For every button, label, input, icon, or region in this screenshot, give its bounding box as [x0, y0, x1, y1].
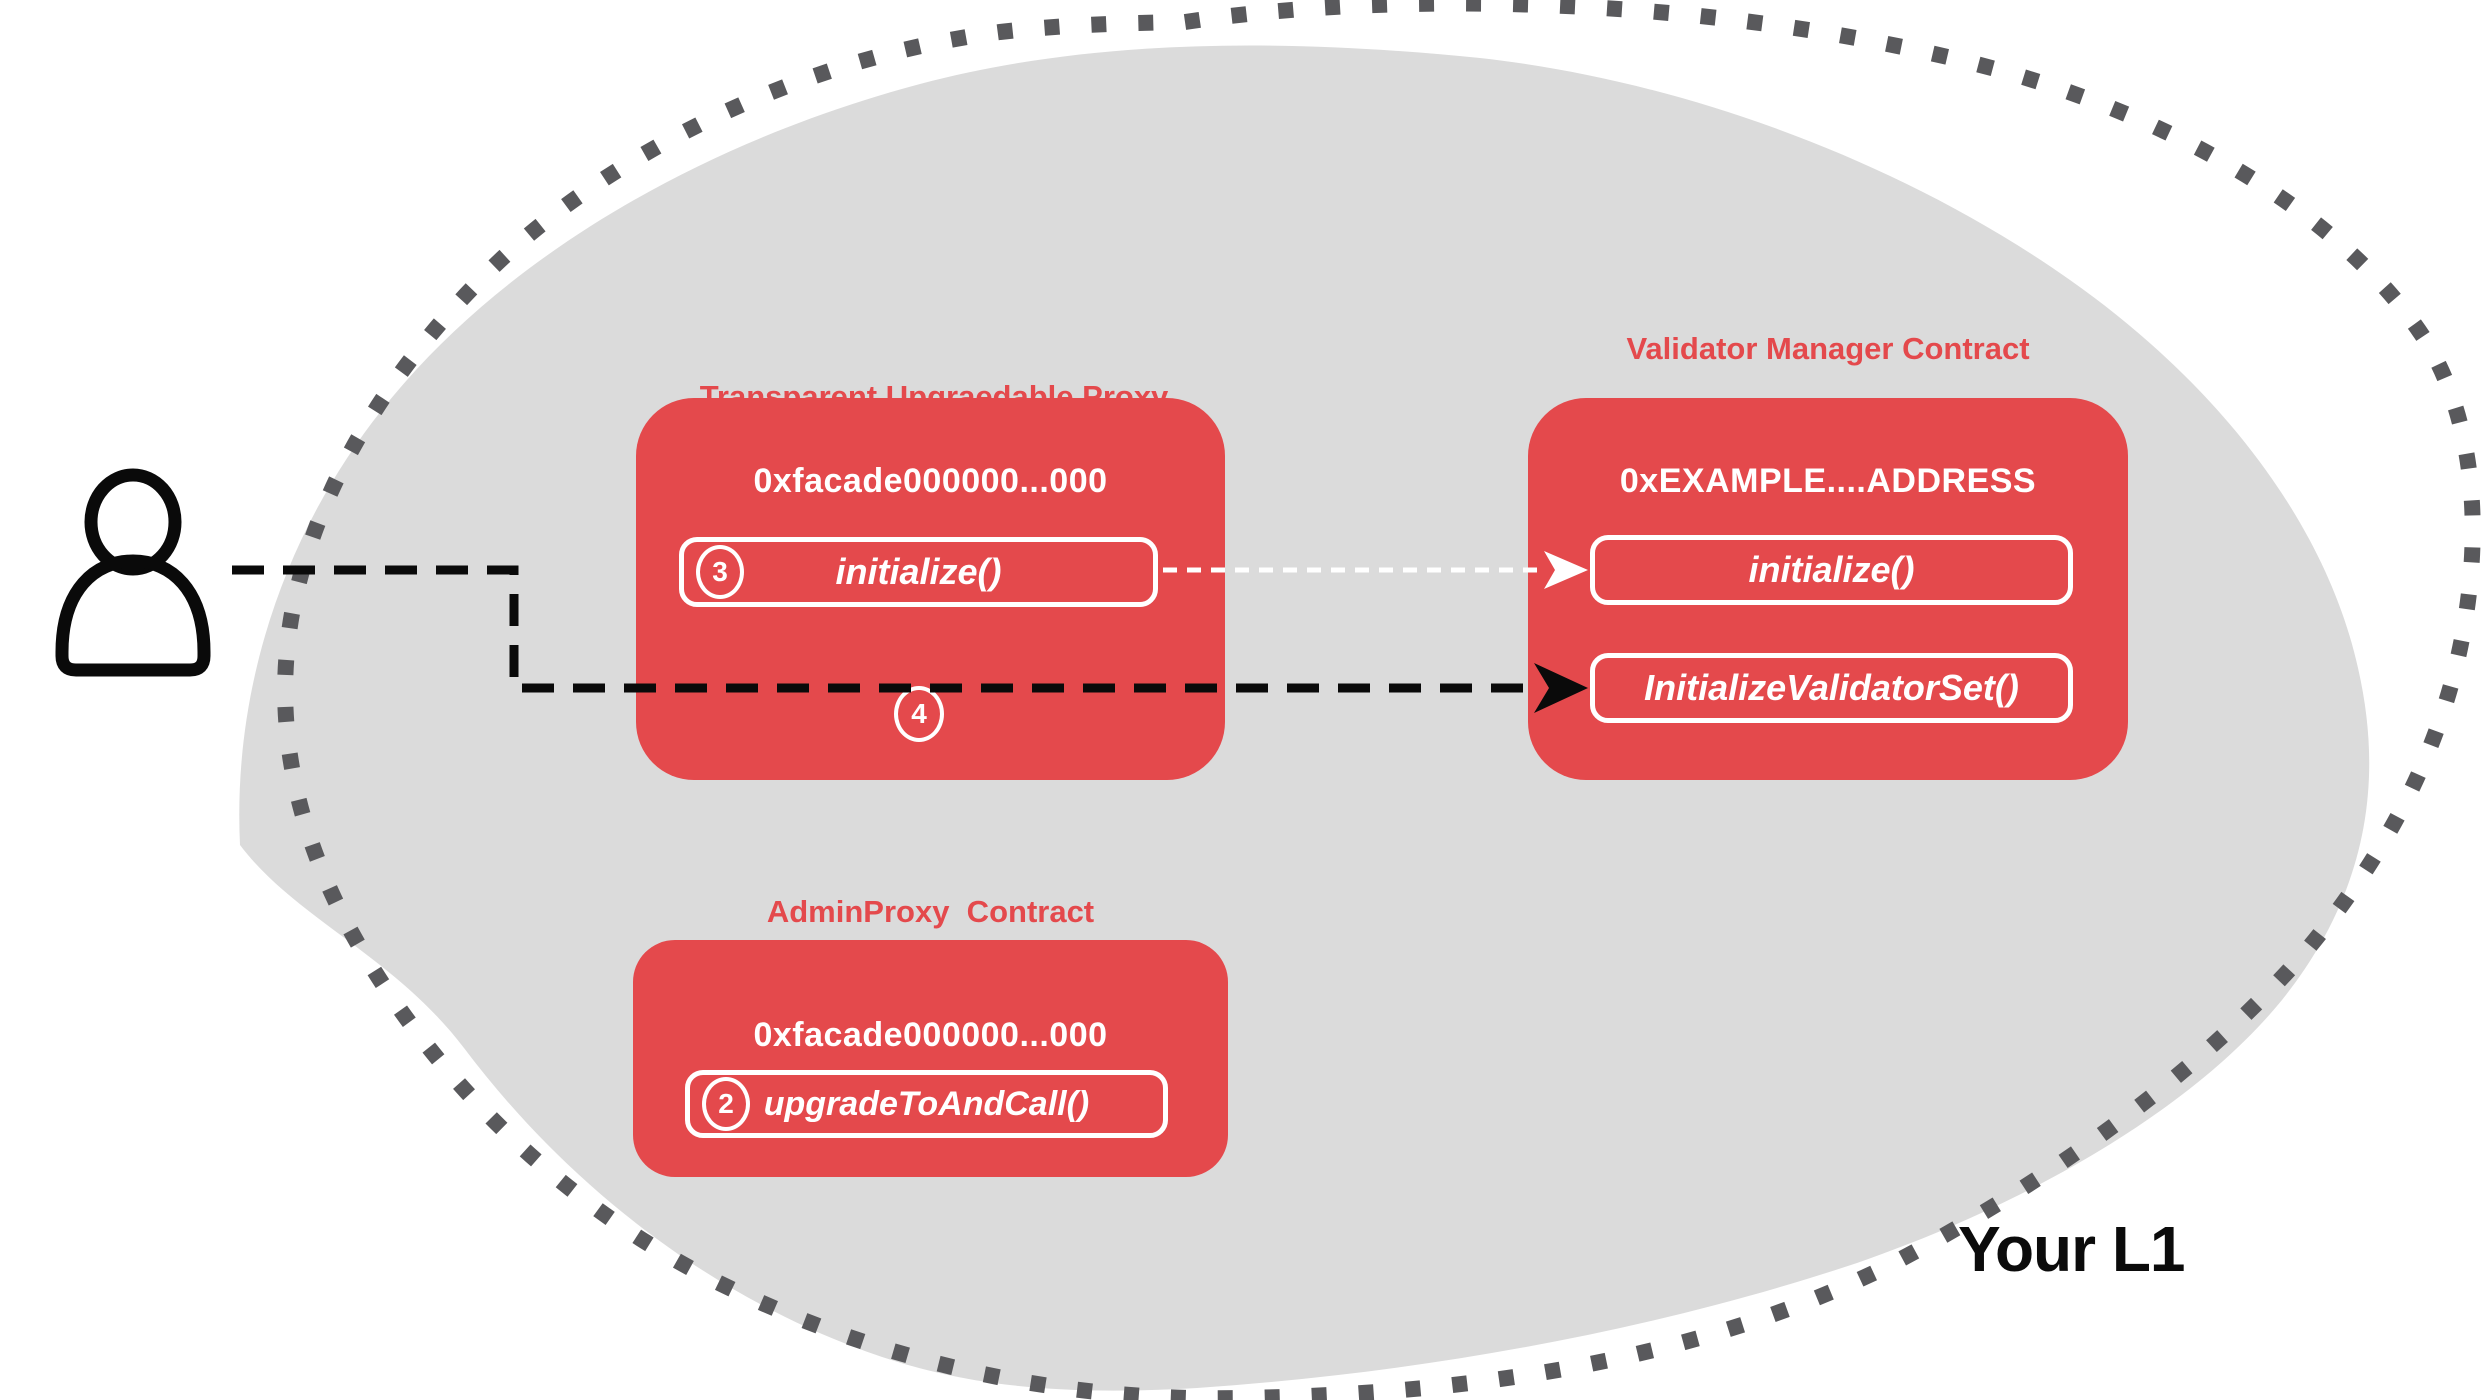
l1-dotted-boundary [277, 0, 2481, 1400]
validator-initialize-button: initialize() [1590, 535, 2073, 605]
step-3-badge: 3 [696, 545, 744, 599]
proxy-contract-card: 0xfacade000000...000 3 initialize() 4 [636, 398, 1225, 780]
validator-initializevalidatorset-button: InitializeValidatorSet() [1590, 653, 2073, 723]
proxy-initialize-label: initialize() [835, 551, 1002, 592]
validator-initialize-label: initialize() [1748, 549, 1915, 590]
proxy-initialize-button: 3 initialize() [679, 537, 1158, 607]
region-label: Your L1 [1958, 1213, 2185, 1285]
validator-card-title: Validator Manager Contract [1626, 331, 2030, 366]
admin-upgradetoandcall-label: upgradeToAndCall() [763, 1084, 1090, 1123]
admin-contract-address: 0xfacade000000...000 [753, 1016, 1108, 1054]
proxy-card-title-line1: Transparent Upgraedable Proxy [654, 378, 1214, 415]
admin-proxy-card: 0xfacade000000...000 2 upgradeToAndCall(… [633, 940, 1228, 1177]
step-4-badge: 4 [894, 686, 944, 742]
admin-upgradetoandcall-button: 2 upgradeToAndCall() [685, 1070, 1168, 1138]
validator-manager-card: 0xEXAMPLE....ADDRESS initialize() Initia… [1528, 398, 2128, 780]
validator-contract-address: 0xEXAMPLE....ADDRESS [1619, 462, 2037, 500]
admin-card-title: AdminProxy Contract [766, 894, 1095, 929]
proxy-contract-address: 0xfacade000000...000 [753, 462, 1108, 500]
validator-initializevalidatorset-label: InitializeValidatorSet() [1644, 667, 2019, 708]
step-2-badge: 2 [702, 1077, 750, 1131]
user-icon [55, 468, 211, 677]
